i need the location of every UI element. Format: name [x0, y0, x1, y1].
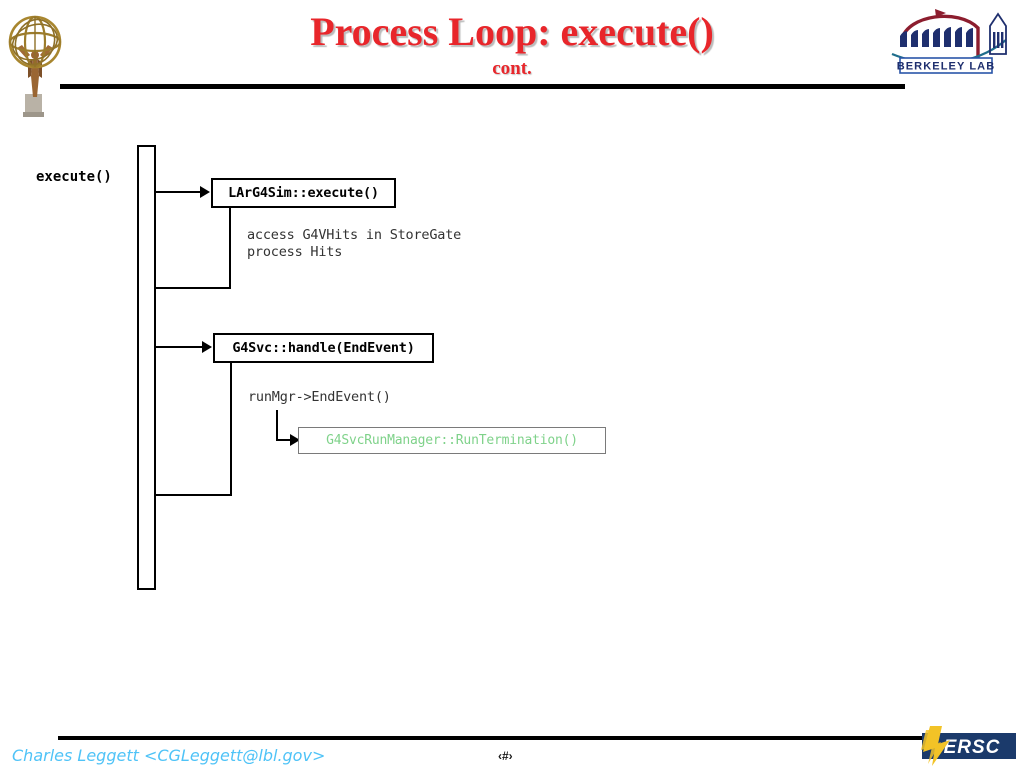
call-arrow-3-head [290, 434, 300, 446]
call-1-return-horizontal [155, 287, 231, 289]
call-arrow-3-horizontal [276, 439, 293, 441]
call-box-larg4sim-execute[interactable]: LArG4Sim::execute() [211, 178, 396, 208]
call-1-return-vertical [229, 208, 231, 288]
call-box-g4svc-handle-endevent[interactable]: G4Svc::handle(EndEvent) [213, 333, 434, 363]
lifeline-label-execute: execute() [36, 169, 112, 185]
call-box-g4svcrunmanager-runtermination[interactable]: G4SvcRunManager::RunTermination() [298, 427, 606, 454]
footer-divider [58, 736, 955, 740]
nersc-logo: ERSC [908, 724, 1018, 768]
call-2-return-horizontal [155, 494, 232, 496]
note-call-2-line-1: runMgr->EndEvent() [248, 389, 391, 405]
activation-bar-execute [137, 145, 156, 590]
page-subtitle: cont. [492, 58, 532, 79]
call-arrow-2-head [202, 341, 212, 353]
atlas-logo [4, 2, 66, 118]
svg-text:BERKELEY LAB: BERKELEY LAB [897, 61, 996, 73]
page-title: Process Loop: execute() [310, 9, 714, 54]
svg-text:ERSC: ERSC [944, 737, 1001, 758]
slide-number: ‹#› [498, 749, 513, 763]
footer-author: Charles Leggett <CGLeggett@lbl.gov> [12, 746, 326, 765]
call-arrow-3-vertical [276, 410, 278, 441]
note-call-1-line-1: access G4VHits in StoreGate [247, 227, 462, 243]
call-arrow-1-line [156, 191, 202, 193]
header-divider [60, 84, 905, 89]
call-2-return-vertical [230, 363, 232, 495]
berkeley-lab-logo: BERKELEY LAB [886, 6, 1018, 82]
note-call-1-line-2: process Hits [247, 244, 343, 260]
call-arrow-2-line [156, 346, 204, 348]
call-arrow-1-head [200, 186, 210, 198]
